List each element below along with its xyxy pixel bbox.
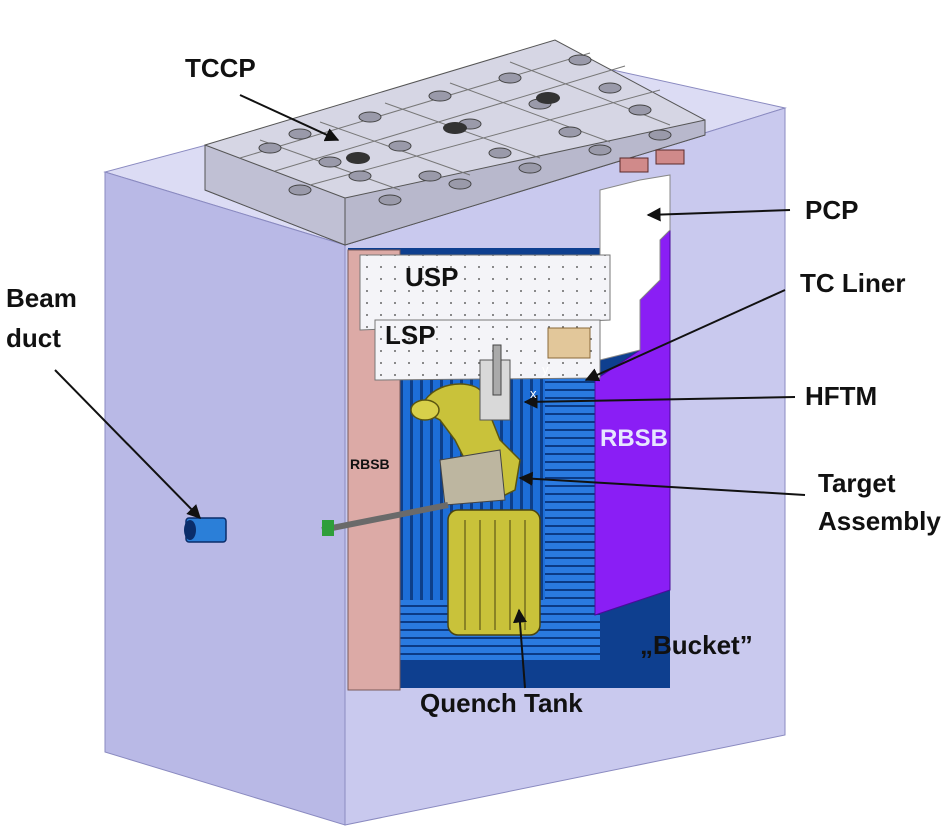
label-tccp: TCCP — [185, 53, 256, 83]
label-target-assembly-line1: Target — [818, 468, 896, 498]
test-cell-cutaway — [321, 174, 671, 691]
axis-x-label: x — [530, 386, 537, 401]
beam-pipe — [321, 502, 449, 533]
arrow-target-assembly — [518, 471, 806, 496]
arrow-quench-tank — [512, 608, 527, 689]
label-rbsb-right: RBSB — [600, 425, 669, 452]
label-beam-duct-line1: Beam — [6, 283, 77, 313]
label-usp: USP — [405, 262, 459, 292]
label-bucket: „Bucket” — [640, 630, 753, 660]
tccp-plate — [204, 39, 706, 246]
quench-tank — [447, 509, 541, 636]
bucket-front-face — [104, 171, 346, 826]
axis-y-label: y — [542, 362, 549, 377]
beam-duct-port — [184, 517, 227, 543]
target-assembly — [410, 344, 521, 506]
arrow-tc-liner — [584, 289, 786, 382]
arrow-pcp — [646, 207, 791, 222]
label-quench-tank: Quench Tank — [420, 688, 583, 718]
arrow-beam-duct — [54, 369, 201, 520]
label-tc-liner: TC Liner — [800, 268, 906, 298]
arrow-tccp — [239, 94, 340, 142]
label-beam-duct-line2: duct — [6, 323, 61, 353]
callout-arrows — [54, 94, 806, 689]
label-pcp: PCP — [805, 195, 859, 225]
arrow-hftm — [523, 394, 796, 409]
label-rbsb-left: RBSB — [350, 456, 390, 472]
label-hftm: HFTM — [805, 381, 878, 411]
shield-right — [545, 330, 595, 660]
label-target-assembly-line2: Assembly — [818, 506, 941, 536]
label-lsp: LSP — [385, 320, 436, 350]
